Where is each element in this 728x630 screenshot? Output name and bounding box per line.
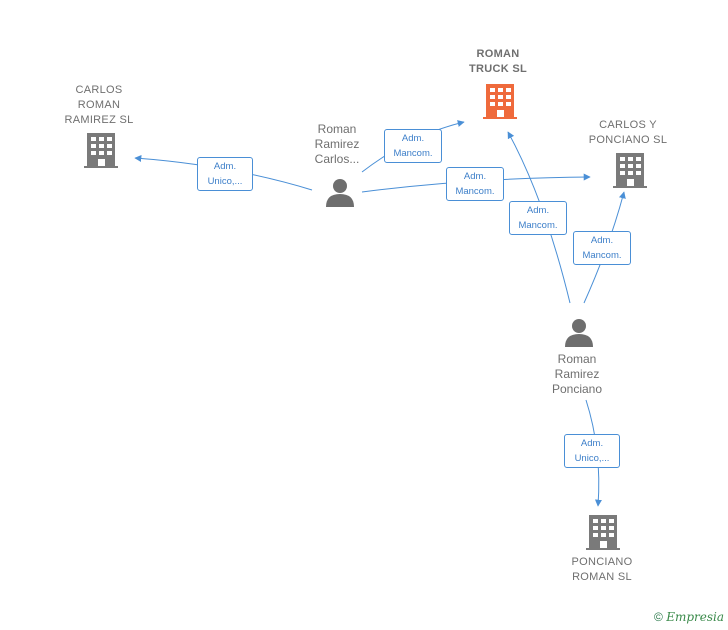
company-label-carlos-roman-ramirez[interactable]: CARLOS ROMAN RAMIREZ SL xyxy=(64,84,134,126)
edge-label-adm-mancom: Adm. Mancom. xyxy=(446,167,504,201)
edge-label-adm-unico: Adm. Unico,... xyxy=(197,157,253,191)
company-label-ponciano-roman[interactable]: PONCIANO ROMAN SL xyxy=(571,556,633,583)
edge-label-adm-mancom: Adm. Mancom. xyxy=(384,129,442,163)
building-icon[interactable] xyxy=(84,133,118,168)
footer-credit: © Empresia xyxy=(654,610,724,624)
brand-logo[interactable]: Empresia xyxy=(666,610,724,624)
person-label-ponciano[interactable]: Roman Ramirez Ponciano xyxy=(551,352,603,396)
edge-label-adm-mancom: Adm. Mancom. xyxy=(509,201,567,235)
person-icon[interactable] xyxy=(565,319,593,347)
person-icon[interactable] xyxy=(326,179,354,207)
copyright-icon: © xyxy=(654,610,663,624)
company-label-roman-truck[interactable]: ROMAN TRUCK SL xyxy=(468,48,527,75)
building-icon[interactable] xyxy=(483,84,517,119)
building-icon[interactable] xyxy=(586,515,620,550)
person-label-carlos[interactable]: Roman Ramirez Carlos... xyxy=(314,122,360,166)
company-label-carlos-y-ponciano[interactable]: CARLOS Y PONCIANO SL xyxy=(588,119,668,146)
edge-label-adm-unico: Adm. Unico,... xyxy=(564,434,620,468)
building-icon[interactable] xyxy=(613,153,647,188)
edge-label-adm-mancom: Adm. Mancom. xyxy=(573,231,631,265)
